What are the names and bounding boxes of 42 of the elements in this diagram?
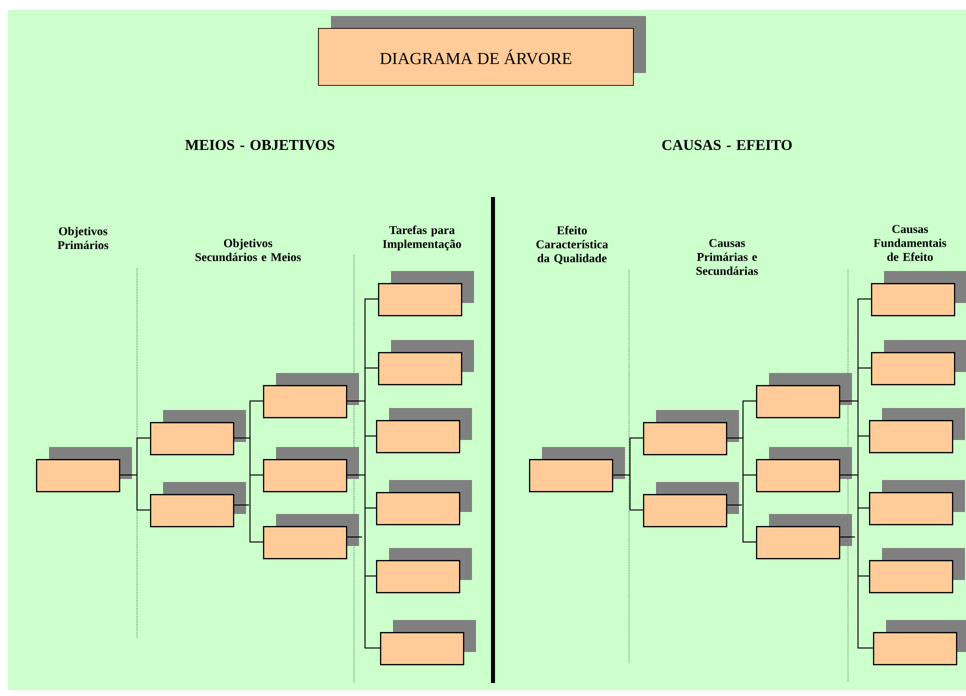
stub-line <box>726 504 742 506</box>
process-box <box>869 548 965 594</box>
process-box <box>150 482 246 528</box>
process-box <box>756 514 852 560</box>
process-box <box>873 620 966 666</box>
column-heading: Causas Primárias e Secundárias <box>696 239 758 275</box>
process-box <box>380 620 476 666</box>
process-box <box>529 447 625 492</box>
process-box <box>36 447 132 492</box>
process-box <box>871 340 966 386</box>
stub-line <box>346 536 362 538</box>
column-heading: Tarefas para Implementação <box>382 226 462 250</box>
connector-line <box>840 474 874 648</box>
column-heading: Objetivos Secundários e Meios <box>196 238 301 262</box>
process-box <box>378 271 474 316</box>
connector-line <box>234 438 264 542</box>
stub-line <box>234 504 250 506</box>
process-box <box>263 373 359 418</box>
process-box <box>150 410 246 456</box>
process-box <box>756 447 852 492</box>
process-box <box>643 410 739 456</box>
process-box <box>643 482 739 528</box>
connector-line <box>346 474 380 648</box>
process-box <box>263 447 359 492</box>
process-box <box>376 408 472 454</box>
process-box <box>869 480 965 526</box>
connector-line <box>726 438 756 542</box>
section-heading: CAUSAS - EFEITO <box>662 140 792 150</box>
process-box <box>263 514 359 560</box>
process-box <box>756 373 852 418</box>
connector-line <box>120 474 150 510</box>
column-heading: Objetivos Primários <box>58 226 108 250</box>
connector-line <box>612 474 644 510</box>
process-box <box>869 408 965 454</box>
stub-line <box>840 536 856 538</box>
process-box <box>376 480 472 526</box>
title-box: DIAGRAMA DE ÁRVORE <box>318 16 646 86</box>
process-box <box>376 548 472 594</box>
section-heading: MEIOS - OBJETIVOS <box>185 140 334 150</box>
column-heading: Efeito Característica da Qualidade <box>536 226 608 264</box>
process-box <box>871 271 966 316</box>
process-box <box>378 340 474 386</box>
